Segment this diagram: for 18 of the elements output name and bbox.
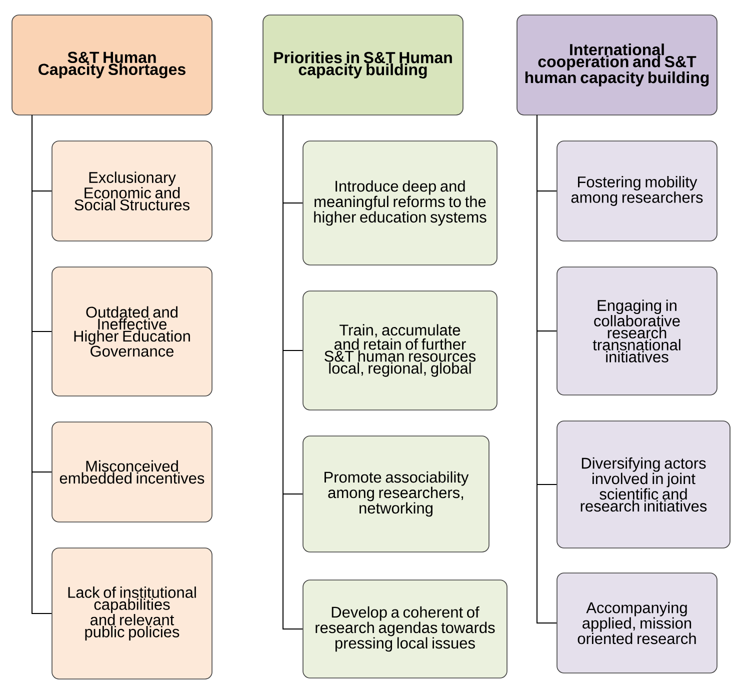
item-box: Engaging in collaborative research transnational initiatives (556, 266, 718, 396)
item-box: Lack of institutional capabilities and relevant public policies (52, 548, 212, 680)
item-box: Diversifying actors involved in joint scientific and research initiatives (556, 420, 730, 548)
item-box: Exclusionary Economic and Social Structures (52, 140, 212, 242)
item-box: Accompanying applied, mission oriented research (556, 572, 718, 674)
item-box: Misconceived embedded incentives (52, 422, 212, 522)
connector-line (282, 114, 304, 630)
item-box: Develop a coherent of research agendas towards pressing local issues (302, 580, 508, 678)
item-box: Promote associability among researchers, networking (302, 436, 490, 552)
item-box: Train, accumulate and retain of further S&T human resources local, regional, global (302, 290, 498, 410)
connector-line (32, 114, 52, 614)
connector-line (536, 114, 558, 624)
header-box: Priorities in S&T Human capacity building (262, 14, 464, 116)
item-box: Fostering mobility among researchers (556, 140, 718, 242)
header-box: International cooperation and S&T human capacity building (516, 14, 718, 116)
item-box: Outdated and Ineffective Higher Education Governance (52, 266, 212, 396)
header-box: S&T Human Capacity Shortages (12, 14, 212, 116)
item-box: Introduce deep and meaningful reforms to the higher education systems (302, 140, 498, 266)
